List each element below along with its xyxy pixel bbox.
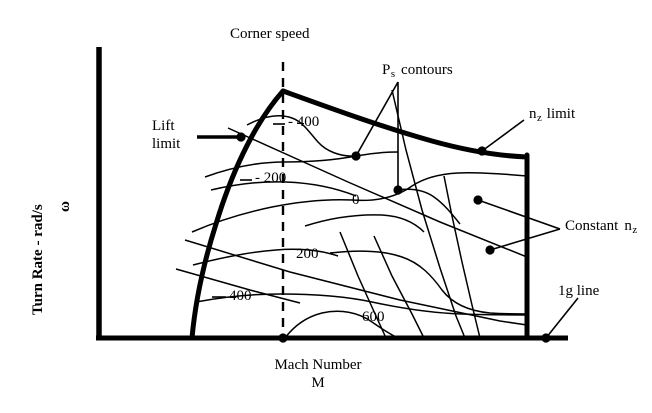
dot-nz-limit — [477, 146, 487, 156]
lift-limit-label-line1: Lift — [152, 118, 175, 134]
ps-contour-extra-branch — [397, 188, 461, 225]
contour-label-minus-200: - 200 — [255, 170, 287, 186]
constant-nz-line-4 — [443, 175, 481, 339]
nz-limit-label-main: n — [529, 106, 537, 122]
ps-contours-group — [191, 115, 528, 339]
ps-contour-400 — [195, 293, 528, 316]
constant-nz-line-5 — [373, 235, 425, 339]
ps-contour-extra-mid — [210, 181, 357, 197]
dot-lift-limit — [236, 132, 246, 142]
ps-contour-200-right — [329, 250, 528, 315]
lift-limit-curve — [189, 88, 286, 341]
x-axis-title-line1: Mach Number — [274, 357, 362, 373]
constant-nz-leader-1 — [477, 199, 561, 230]
dot-constant-nz-2 — [485, 245, 495, 255]
y-axis-title: Turn Rate - rad/s — [30, 204, 46, 315]
lift-limit-label-line2: limit — [152, 136, 181, 152]
dot-ps-contour-2 — [393, 185, 403, 195]
y-axis-symbol: ω — [57, 201, 73, 212]
ps-contour-600 — [284, 310, 399, 339]
ps-contour-extra-upper — [304, 214, 425, 233]
contour-label-zero: 0 — [352, 192, 360, 208]
constant-nz-label-subscript: z — [632, 224, 638, 237]
contour-label-200: 200 — [296, 246, 319, 262]
ps-contours-label-tail: contours — [401, 62, 453, 78]
callout-leaders-group — [197, 81, 579, 339]
one-g-line-label: 1g line — [558, 283, 600, 299]
constant-nz-group — [175, 89, 528, 339]
dot-constant-nz-1 — [473, 195, 483, 205]
ps-contours-leader-1 — [355, 81, 399, 157]
constant-nz-line-1 — [227, 127, 528, 258]
nz-limit-label-subscript: z — [537, 112, 542, 125]
one-g-line-leader — [545, 297, 579, 339]
callout-dots-group — [236, 132, 551, 343]
ps-contour-minus400 — [246, 115, 357, 157]
contour-label-400: 400 — [229, 288, 252, 304]
ps-contour-minus400-b — [204, 151, 399, 178]
constant-nz-line-3 — [391, 89, 466, 339]
ps-contours-label-main: P — [382, 62, 391, 78]
contour-label-minus-400: - 400 — [288, 114, 320, 130]
constant-nz-label: Constant nz — [565, 218, 638, 237]
constant-nz-label-symbol: n — [624, 218, 632, 234]
dot-ps-contour-1 — [351, 151, 361, 161]
nz-limit-curve — [280, 88, 530, 160]
constant-nz-leader-2 — [489, 228, 561, 251]
dot-one-g-line — [541, 333, 551, 343]
axes-group — [96, 47, 568, 341]
ps-contours-label: Ps contours — [382, 62, 453, 81]
contour-label-600: 600 — [362, 309, 385, 325]
constant-nz-label-main: Constant — [565, 218, 619, 234]
constant-nz-line-2 — [184, 239, 528, 326]
x-axis-title-line2: M — [311, 375, 325, 391]
corner-speed-label: Corner speed — [230, 26, 310, 42]
nz-limit-label-tail: limit — [546, 106, 576, 122]
ps-contours-label-subscript: s — [390, 68, 396, 81]
ps-contour-200-left — [192, 248, 339, 266]
constant-nz-line-6 — [339, 231, 387, 339]
dot-corner-speed-axis — [278, 333, 288, 343]
nz-limit-leader — [481, 119, 525, 152]
ps-contour-zero — [191, 171, 528, 233]
envelope-boundary-group — [189, 88, 530, 341]
